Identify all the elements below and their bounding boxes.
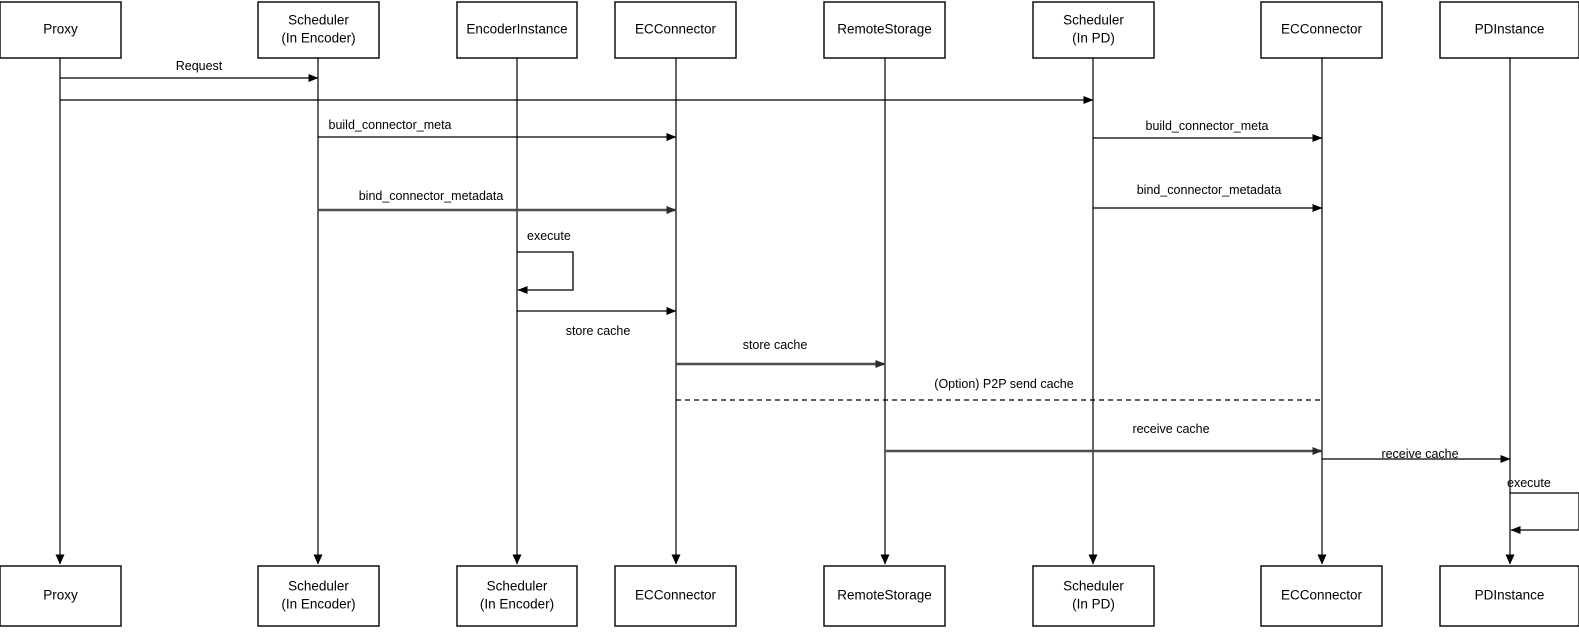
participant-label-line1: Scheduler: [288, 13, 349, 28]
participant-box-bottom-sched_pd[interactable]: Scheduler (In PD): [1032, 565, 1155, 627]
participant-box-bottom-proxy[interactable]: Proxy: [0, 565, 122, 627]
lifeline-group: [55, 58, 1515, 565]
message-label: bind_connector_metadata: [359, 189, 504, 203]
bottom-participant-boxes: Proxy Scheduler (In Encoder) Scheduler (In E…: [0, 565, 1579, 627]
participant-label-line2: (In PD): [1072, 31, 1115, 46]
message-label: store cache: [566, 324, 631, 338]
participant-label-line1: EncoderInstance: [466, 22, 567, 37]
participant-label-line1: RemoteStorage: [837, 588, 932, 603]
message-label: (Option) P2P send cache: [934, 377, 1073, 391]
message-m5: bind_connector_metadata: [318, 189, 677, 214]
participant-box-top-sched_pd[interactable]: Scheduler (In PD): [1032, 1, 1155, 59]
message-m7: store cache: [517, 307, 677, 338]
participant-box-bottom-remote_store[interactable]: RemoteStorage: [823, 565, 946, 627]
self-message-s2: execute: [1507, 476, 1579, 534]
participant-label-line1: Scheduler: [487, 579, 548, 594]
participant-label-line1: Scheduler: [288, 579, 349, 594]
participant-label-line1: ECConnector: [635, 22, 717, 37]
message-m4: build_connector_meta: [1093, 119, 1323, 142]
participant-label-line1: Proxy: [43, 588, 78, 603]
participant-box-top-pd_inst[interactable]: PDInstance: [1439, 1, 1579, 59]
participant-label-line2: (In Encoder): [281, 31, 355, 46]
message-m3: build_connector_meta: [318, 118, 677, 141]
message-label: receive cache: [1381, 447, 1458, 461]
participant-box-top-ec_conn_r[interactable]: ECConnector: [1260, 1, 1383, 59]
participant-label-line2: (In Encoder): [480, 597, 554, 612]
self-message-label: execute: [527, 229, 571, 243]
message-m8: store cache: [676, 338, 886, 368]
participant-label-line1: PDInstance: [1475, 588, 1545, 603]
participant-box-top-remote_store[interactable]: RemoteStorage: [823, 1, 946, 59]
participant-box-top-proxy[interactable]: Proxy: [0, 1, 122, 59]
message-label: build_connector_meta: [1146, 119, 1269, 133]
participant-box-top-encoder_inst[interactable]: EncoderInstance: [456, 1, 578, 59]
self-message-label: execute: [1507, 476, 1551, 490]
top-participant-boxes: Proxy Scheduler (In Encoder) EncoderInstanc…: [0, 1, 1579, 59]
participant-label-line1: ECConnector: [1281, 22, 1363, 37]
participant-box-bottom-sched_enc[interactable]: Scheduler (In Encoder): [257, 565, 380, 627]
participant-label-line1: ECConnector: [635, 588, 717, 603]
participant-label-line1: ECConnector: [1281, 588, 1363, 603]
participant-box-top-sched_enc[interactable]: Scheduler (In Encoder): [257, 1, 380, 59]
message-m9: (Option) P2P send cache: [676, 377, 1322, 401]
participant-label-line1: PDInstance: [1475, 22, 1545, 37]
self-message-path: [517, 251, 574, 294]
message-label: receive cache: [1132, 422, 1209, 436]
message-group: Request build_connector_meta build_connect…: [60, 59, 1511, 463]
message-label: bind_connector_metadata: [1137, 183, 1282, 197]
message-m6: bind_connector_metadata: [1093, 183, 1323, 212]
self-message-group: execute execute: [517, 229, 1579, 534]
participant-label-line1: RemoteStorage: [837, 22, 932, 37]
message-label: build_connector_meta: [329, 118, 452, 132]
message-label: store cache: [743, 338, 808, 352]
message-m11: receive cache: [1322, 447, 1511, 463]
self-message-path: [1510, 492, 1579, 534]
participant-box-bottom-pd_inst[interactable]: PDInstance: [1439, 565, 1579, 627]
participant-box-top-ec_conn_l[interactable]: ECConnector: [614, 1, 737, 59]
participant-label-line1: Scheduler: [1063, 579, 1124, 594]
participant-label-line1: Scheduler: [1063, 13, 1124, 28]
participant-box-bottom-encoder_inst[interactable]: Scheduler (In Encoder): [456, 565, 578, 627]
self-message-s1: execute: [517, 229, 574, 294]
participant-box-bottom-ec_conn_r[interactable]: ECConnector: [1260, 565, 1383, 627]
message-label: Request: [176, 59, 223, 73]
message-m1: Request: [60, 59, 319, 82]
participant-label-line1: Proxy: [43, 22, 78, 37]
message-m10: receive cache: [885, 422, 1323, 455]
participant-label-line2: (In PD): [1072, 597, 1115, 612]
participant-box-bottom-ec_conn_l[interactable]: ECConnector: [614, 565, 737, 627]
participant-label-line2: (In Encoder): [281, 597, 355, 612]
